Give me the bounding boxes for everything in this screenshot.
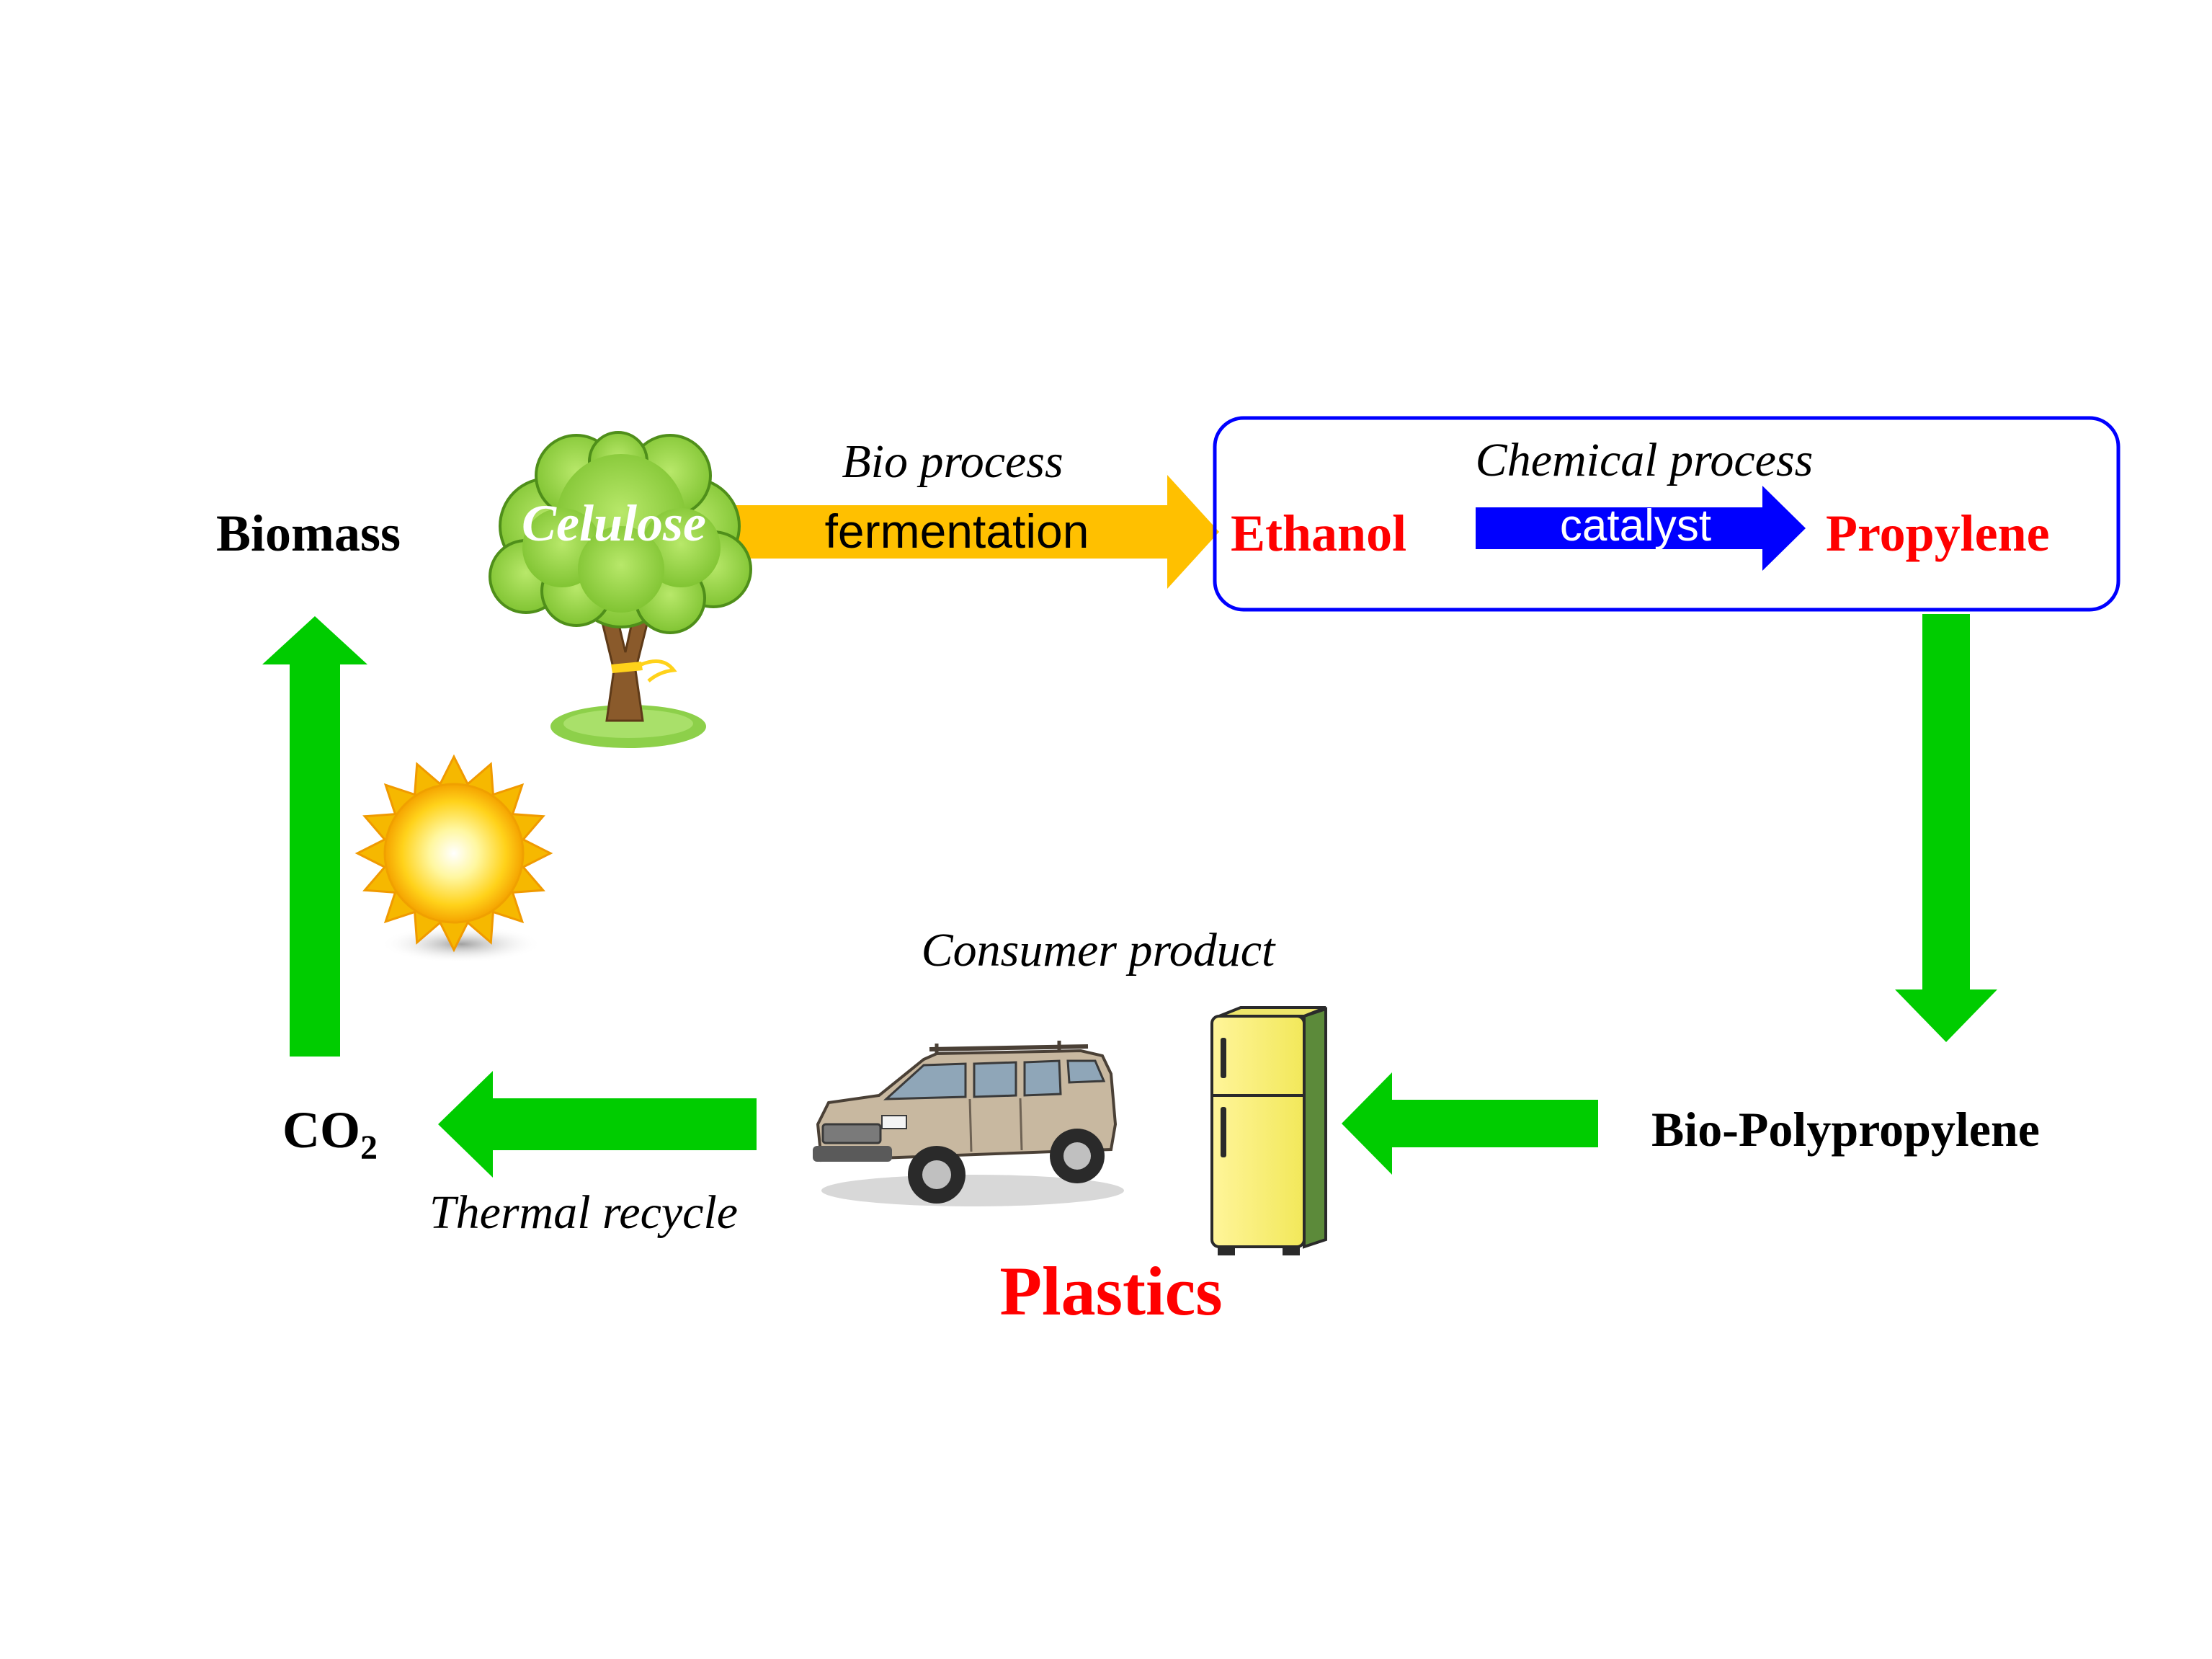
thermal-recycle-label: Thermal recycle <box>429 1186 738 1239</box>
co2-subscript: 2 <box>360 1129 378 1167</box>
chemical-process-box <box>1213 416 2120 612</box>
sun-icon <box>354 754 553 963</box>
biomass-label: Biomass <box>216 504 401 562</box>
chemical-process-label: Chemical process <box>1476 434 1814 486</box>
arrow-thermal-recycle <box>438 1071 757 1178</box>
arrow-to-plastics <box>1342 1072 1598 1175</box>
co2-label: CO2 <box>282 1101 378 1167</box>
propylene-label: Propylene <box>1826 504 2050 562</box>
tree-icon <box>489 431 752 748</box>
co2-main: CO <box>282 1101 360 1159</box>
arrow-bio-process <box>731 475 1219 589</box>
refrigerator-icon <box>1210 1006 1327 1255</box>
ethanol-label: Ethanol <box>1231 504 1406 562</box>
bio-polypropylene-label: Bio-Polypropylene <box>1651 1102 2040 1157</box>
arrow-catalyst <box>1476 486 1806 571</box>
bio-process-label: Bio process <box>842 435 1063 488</box>
cellulose-label: Celulose <box>522 494 706 552</box>
car-icon <box>813 1041 1124 1206</box>
arrow-to-bio-polypropylene <box>1895 614 1997 1042</box>
plastics-label: Plastics <box>999 1253 1222 1330</box>
catalyst-label: catalyst <box>1560 501 1711 551</box>
consumer-product-label: Consumer product <box>922 924 1276 977</box>
fermentation-label: fermentation <box>825 504 1089 558</box>
arrow-co2-to-biomass <box>262 616 367 1057</box>
